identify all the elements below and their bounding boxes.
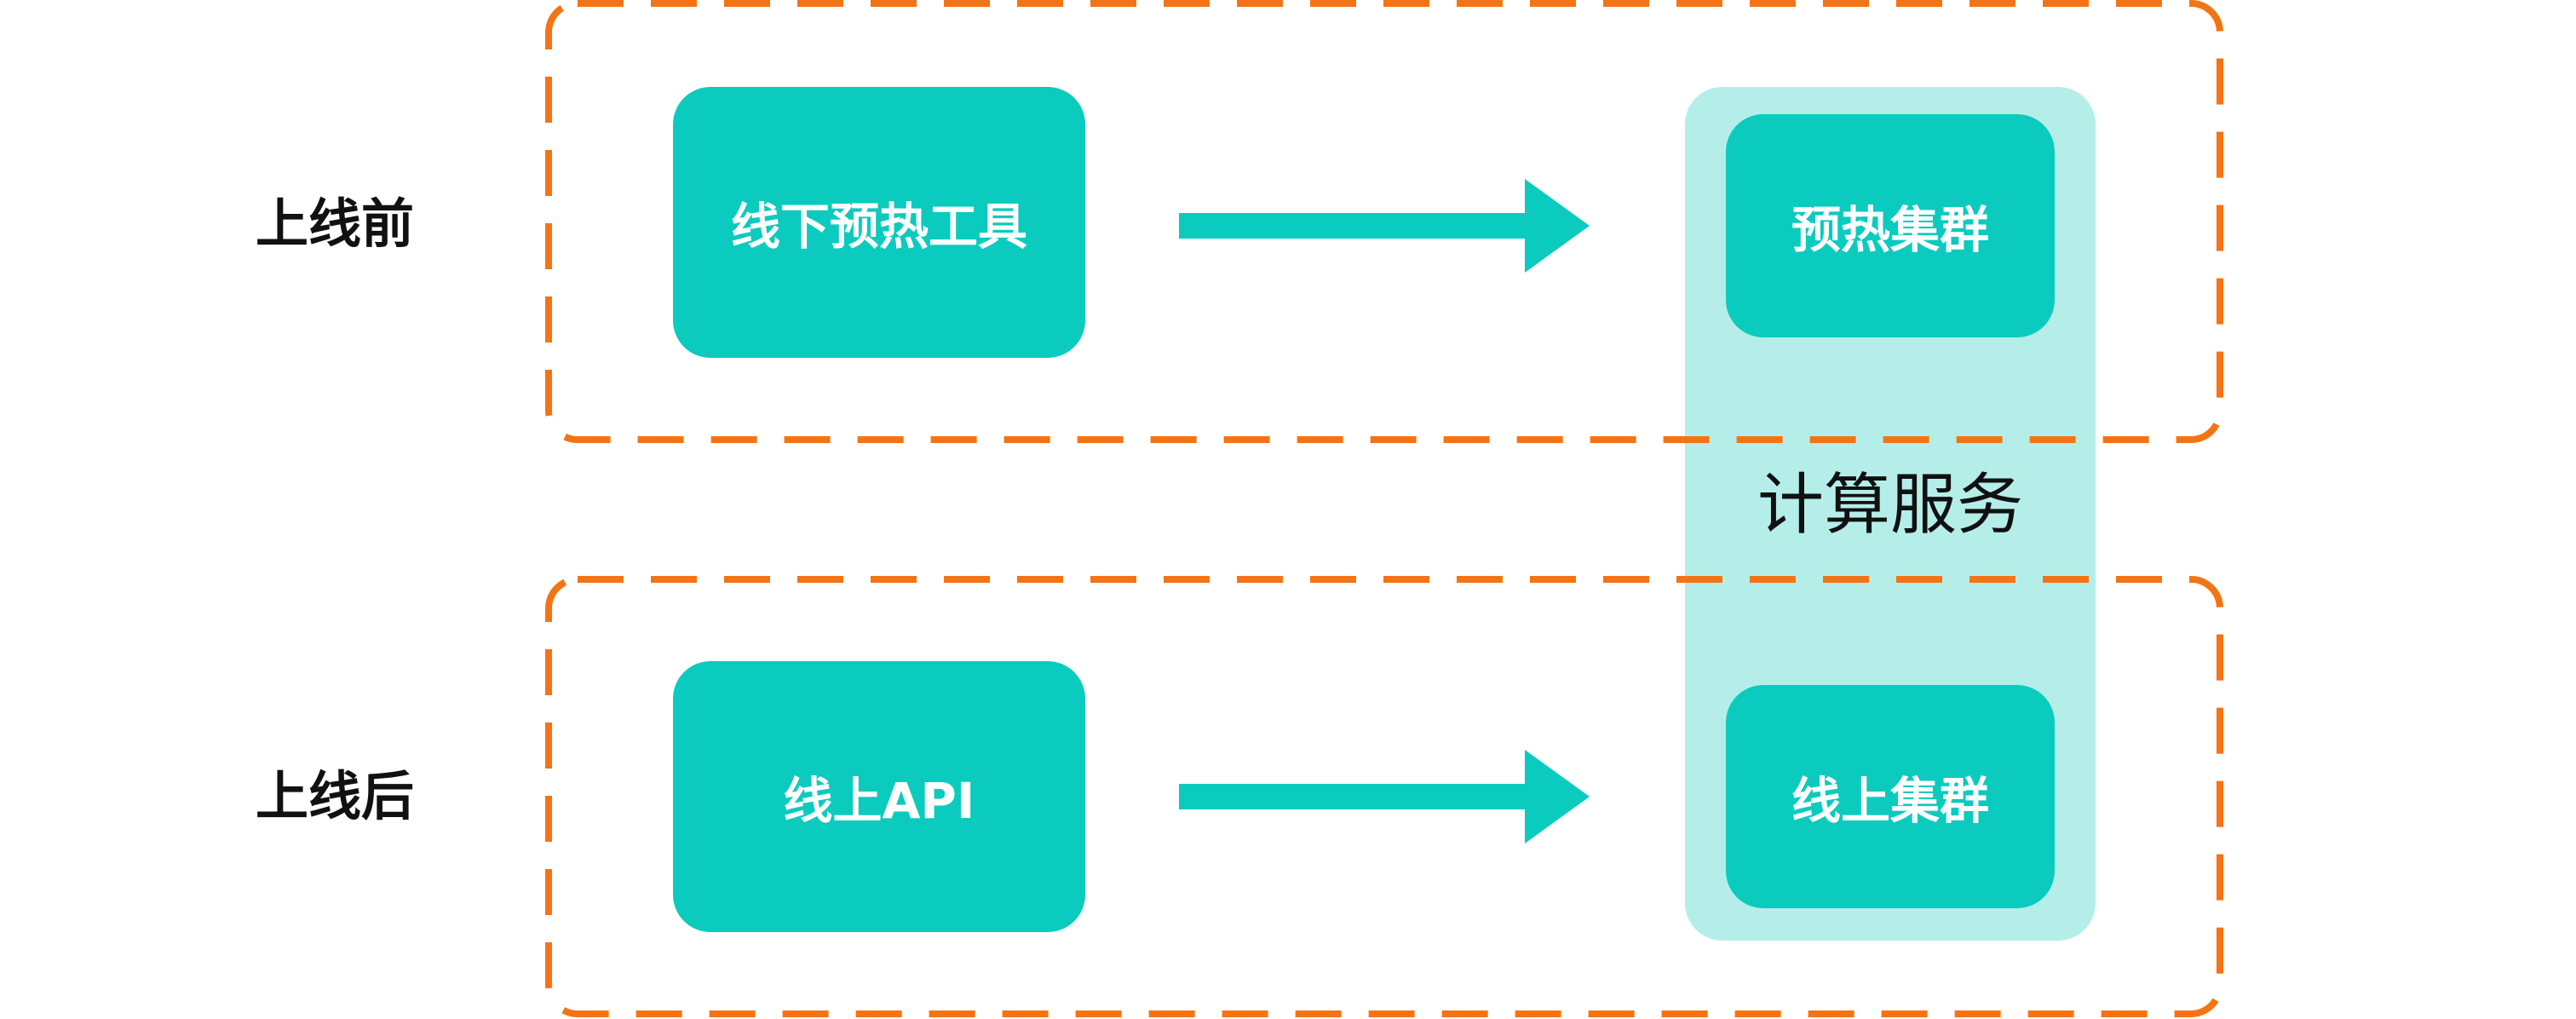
- compute-service-label: 计算服务: [1757, 467, 2023, 544]
- online-api-box: 线上API: [673, 661, 1085, 932]
- group-before-launch: [545, 0, 2223, 443]
- arrow-before: [1179, 179, 1590, 273]
- warmup-cluster-label: 预热集群: [1791, 201, 1989, 259]
- online-api-label: 线上API: [783, 772, 975, 830]
- offline-warmup-tool-label: 线下预热工具: [730, 198, 1027, 256]
- offline-warmup-tool-box: 线下预热工具: [673, 87, 1085, 358]
- warmup-cluster-box: 预热集群: [1726, 114, 2055, 337]
- arrow-after: [1179, 750, 1590, 843]
- stage-label-before: 上线前: [256, 193, 415, 255]
- online-cluster-box: 线上集群: [1726, 685, 2055, 908]
- group-after-launch: [545, 576, 2223, 1017]
- stage-label-after: 上线后: [256, 765, 415, 827]
- online-cluster-label: 线上集群: [1791, 772, 1989, 830]
